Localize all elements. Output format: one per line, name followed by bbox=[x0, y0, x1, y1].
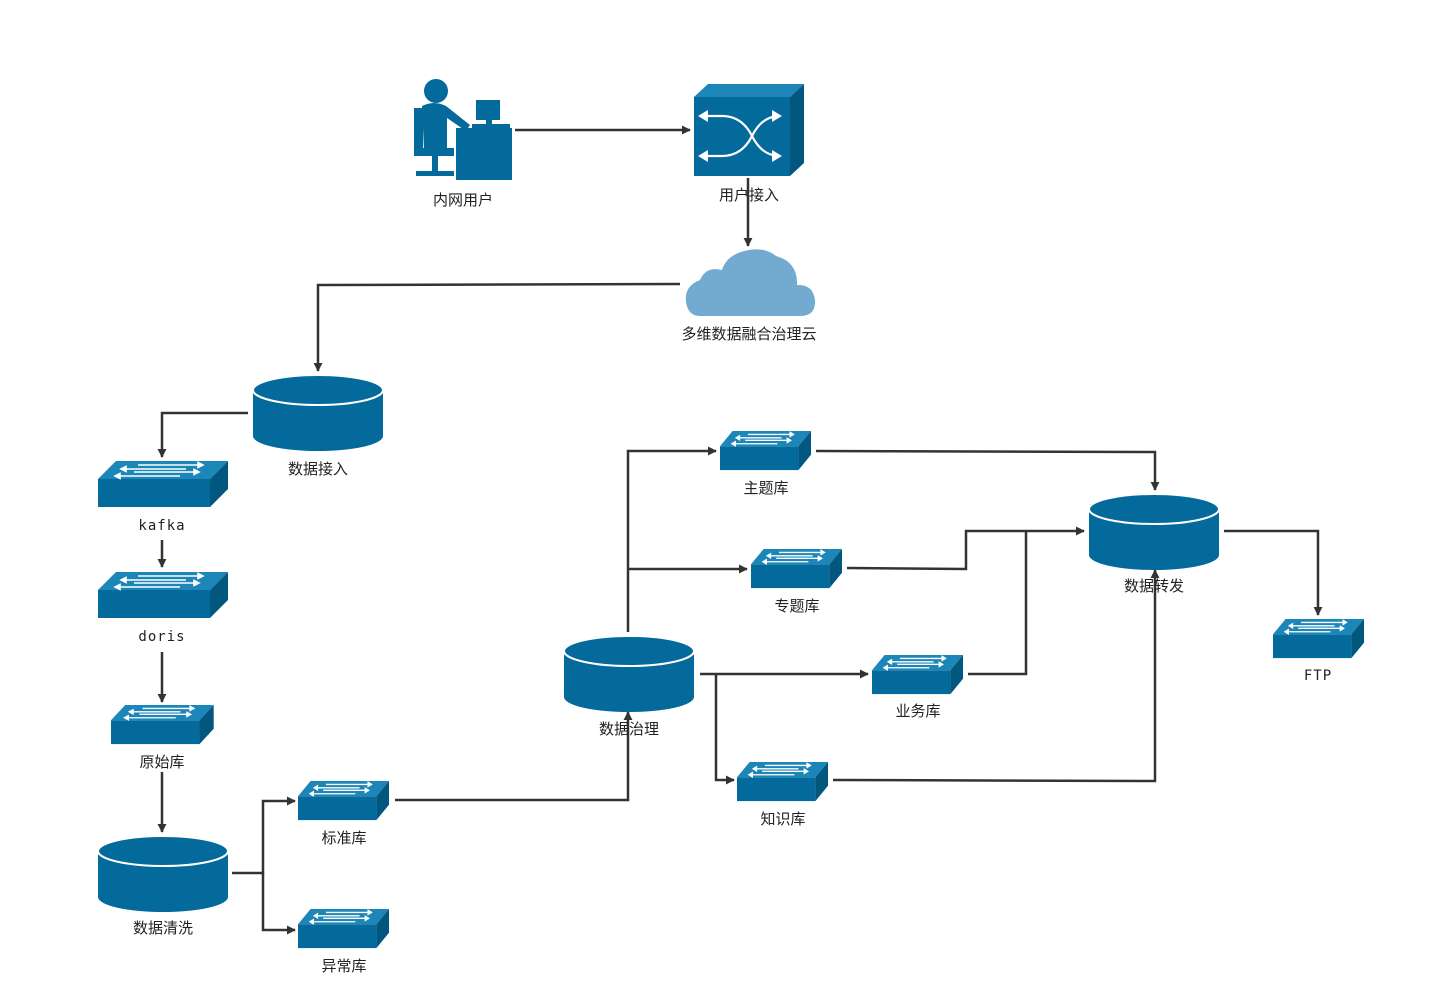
raw-db-switch-icon bbox=[110, 704, 215, 745]
topic-db-switch-icon bbox=[719, 430, 812, 471]
label-data-clean: 数据清洗 bbox=[132, 919, 194, 937]
knowledge-db-switch-icon bbox=[736, 761, 829, 802]
kafka-switch-icon bbox=[97, 460, 229, 508]
edge-special-to-forward bbox=[846, 526, 1085, 571]
edge-topic-to-forward bbox=[815, 449, 1160, 491]
doris-switch-icon bbox=[97, 571, 229, 619]
label-business-db: 业务库 bbox=[895, 702, 941, 720]
label-topic-db: 主题库 bbox=[743, 479, 789, 497]
ftp-switch-icon bbox=[1272, 618, 1365, 659]
user-access-icon bbox=[694, 84, 804, 176]
edge-knowledge-to-forward bbox=[832, 569, 1160, 783]
edge-governance-to-topic bbox=[626, 446, 717, 632]
label-ftp: FTP bbox=[1303, 668, 1333, 684]
edge-governance-to-knowledge bbox=[714, 674, 735, 785]
label-knowledge-db: 知识库 bbox=[760, 810, 806, 828]
label-kafka: kafka bbox=[138, 518, 186, 534]
intranet-user-icon bbox=[414, 79, 512, 180]
edge-business-to-forward bbox=[968, 531, 1028, 676]
data-ingest-db-icon bbox=[252, 374, 384, 452]
data-clean-db-icon bbox=[97, 835, 229, 913]
label-doris: doris bbox=[138, 629, 186, 645]
edge-ingest-to-kafka bbox=[157, 411, 248, 458]
label-cloud: 多维数据融合治理云 bbox=[681, 325, 817, 343]
label-data-forward: 数据转发 bbox=[1123, 577, 1185, 595]
label-exception-db: 异常库 bbox=[321, 957, 367, 975]
edge-clean-to-exception bbox=[261, 873, 296, 935]
edge-forward-to-ftp bbox=[1224, 529, 1323, 616]
edge-cloud-to-ingest bbox=[313, 282, 681, 372]
special-db-switch-icon bbox=[750, 548, 843, 589]
edge-clean-to-standard bbox=[232, 796, 296, 875]
label-user-access: 用户接入 bbox=[718, 186, 780, 204]
cloud-icon bbox=[685, 249, 816, 316]
data-forward-db-icon bbox=[1088, 493, 1220, 571]
label-special-db: 专题库 bbox=[774, 597, 820, 615]
business-db-switch-icon bbox=[871, 654, 964, 695]
standard-db-switch-icon bbox=[297, 780, 390, 821]
label-data-governance: 数据治理 bbox=[598, 720, 660, 738]
label-raw-db: 原始库 bbox=[139, 753, 185, 771]
exception-db-switch-icon bbox=[297, 908, 390, 949]
edges bbox=[157, 125, 1323, 935]
data-governance-db-icon bbox=[563, 635, 695, 713]
label-standard-db: 标准库 bbox=[321, 829, 367, 847]
edge-standard-to-governance bbox=[395, 711, 633, 802]
label-intranet-user: 内网用户 bbox=[432, 191, 494, 209]
label-data-ingest: 数据接入 bbox=[287, 460, 349, 478]
